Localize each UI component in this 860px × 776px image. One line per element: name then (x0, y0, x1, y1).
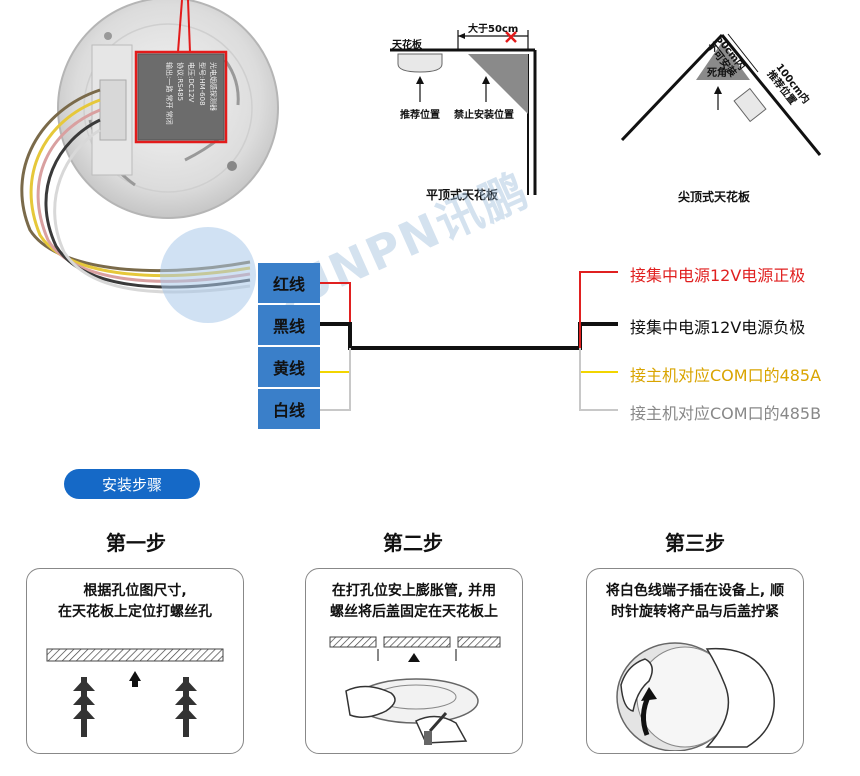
wire-red (320, 282, 351, 348)
device-photo: 光电烟感探测器 型号:HM-608 电压:DC12V 协议:RS485 输出:一… (0, 0, 300, 330)
step-1-text: 根据孔位图尺寸, 在天花板上定位打螺丝孔 (58, 583, 212, 620)
section-title: 安装步骤 (64, 469, 200, 499)
wire-white-right (579, 348, 618, 411)
step-1-illustration (46, 648, 224, 737)
peaked-ceiling-diagram: 50cm内 不可安装 100cm内 推荐位置 死角 尖顶式天花板 (612, 20, 832, 210)
connection-white: 接主机对应COM口的485B (630, 404, 822, 423)
wire-label-red: 红线 (258, 263, 320, 303)
wire-label-yellow: 黄线 (258, 347, 320, 387)
wire-label-white: 白线 (258, 389, 320, 429)
step-2-title: 第二步 (383, 531, 443, 555)
step-2-text: 在打孔位安上膨胀管, 并用 螺丝将后盖固定在天花板上 (330, 583, 498, 620)
wire-white (320, 348, 351, 411)
wire-black (320, 322, 618, 350)
wire-red-right (579, 271, 618, 348)
step-2-box: 在打孔位安上膨胀管, 并用 螺丝将后盖固定在天花板上 (305, 568, 523, 754)
step-1-title: 第一步 (106, 531, 166, 555)
connection-red: 接集中电源12V电源正极 (630, 266, 806, 285)
wire-yellow-right (579, 348, 618, 373)
connection-yellow: 接主机对应COM口的485A (630, 366, 822, 385)
wire-label-black: 黑线 (258, 305, 320, 345)
flat-forbidden-label: 禁止安装位置 (454, 110, 514, 121)
step-3-box: 将白色线端子插在设备上, 顺 时针旋转将产品与后盖拧紧 (586, 568, 804, 754)
step-3-text: 将白色线端子插在设备上, 顺 时针旋转将产品与后盖拧紧 (605, 583, 785, 620)
step-3-illustration (616, 642, 775, 751)
step-2-illustration (329, 636, 501, 745)
connection-black: 接集中电源12V电源负极 (630, 318, 806, 337)
step-1-box: 根据孔位图尺寸, 在天花板上定位打螺丝孔 (26, 568, 244, 754)
dead-corner-label: 死角 (707, 68, 727, 79)
flat-ceiling-diagram: 天花板 大于50cm 推荐位置 禁止安装位置 平顶式天花板 (380, 10, 560, 210)
flat-ceiling-label: 天花板 (392, 40, 422, 51)
anchor-right-icon (175, 677, 197, 737)
anchor-left-icon (73, 677, 95, 737)
flat-recommended-label: 推荐位置 (400, 110, 440, 121)
step-3-title: 第三步 (665, 531, 725, 555)
flat-caption: 平顶式天花板 (426, 188, 499, 202)
peaked-caption: 尖顶式天花板 (678, 190, 751, 204)
flat-distance-label: 大于50cm (468, 24, 519, 35)
